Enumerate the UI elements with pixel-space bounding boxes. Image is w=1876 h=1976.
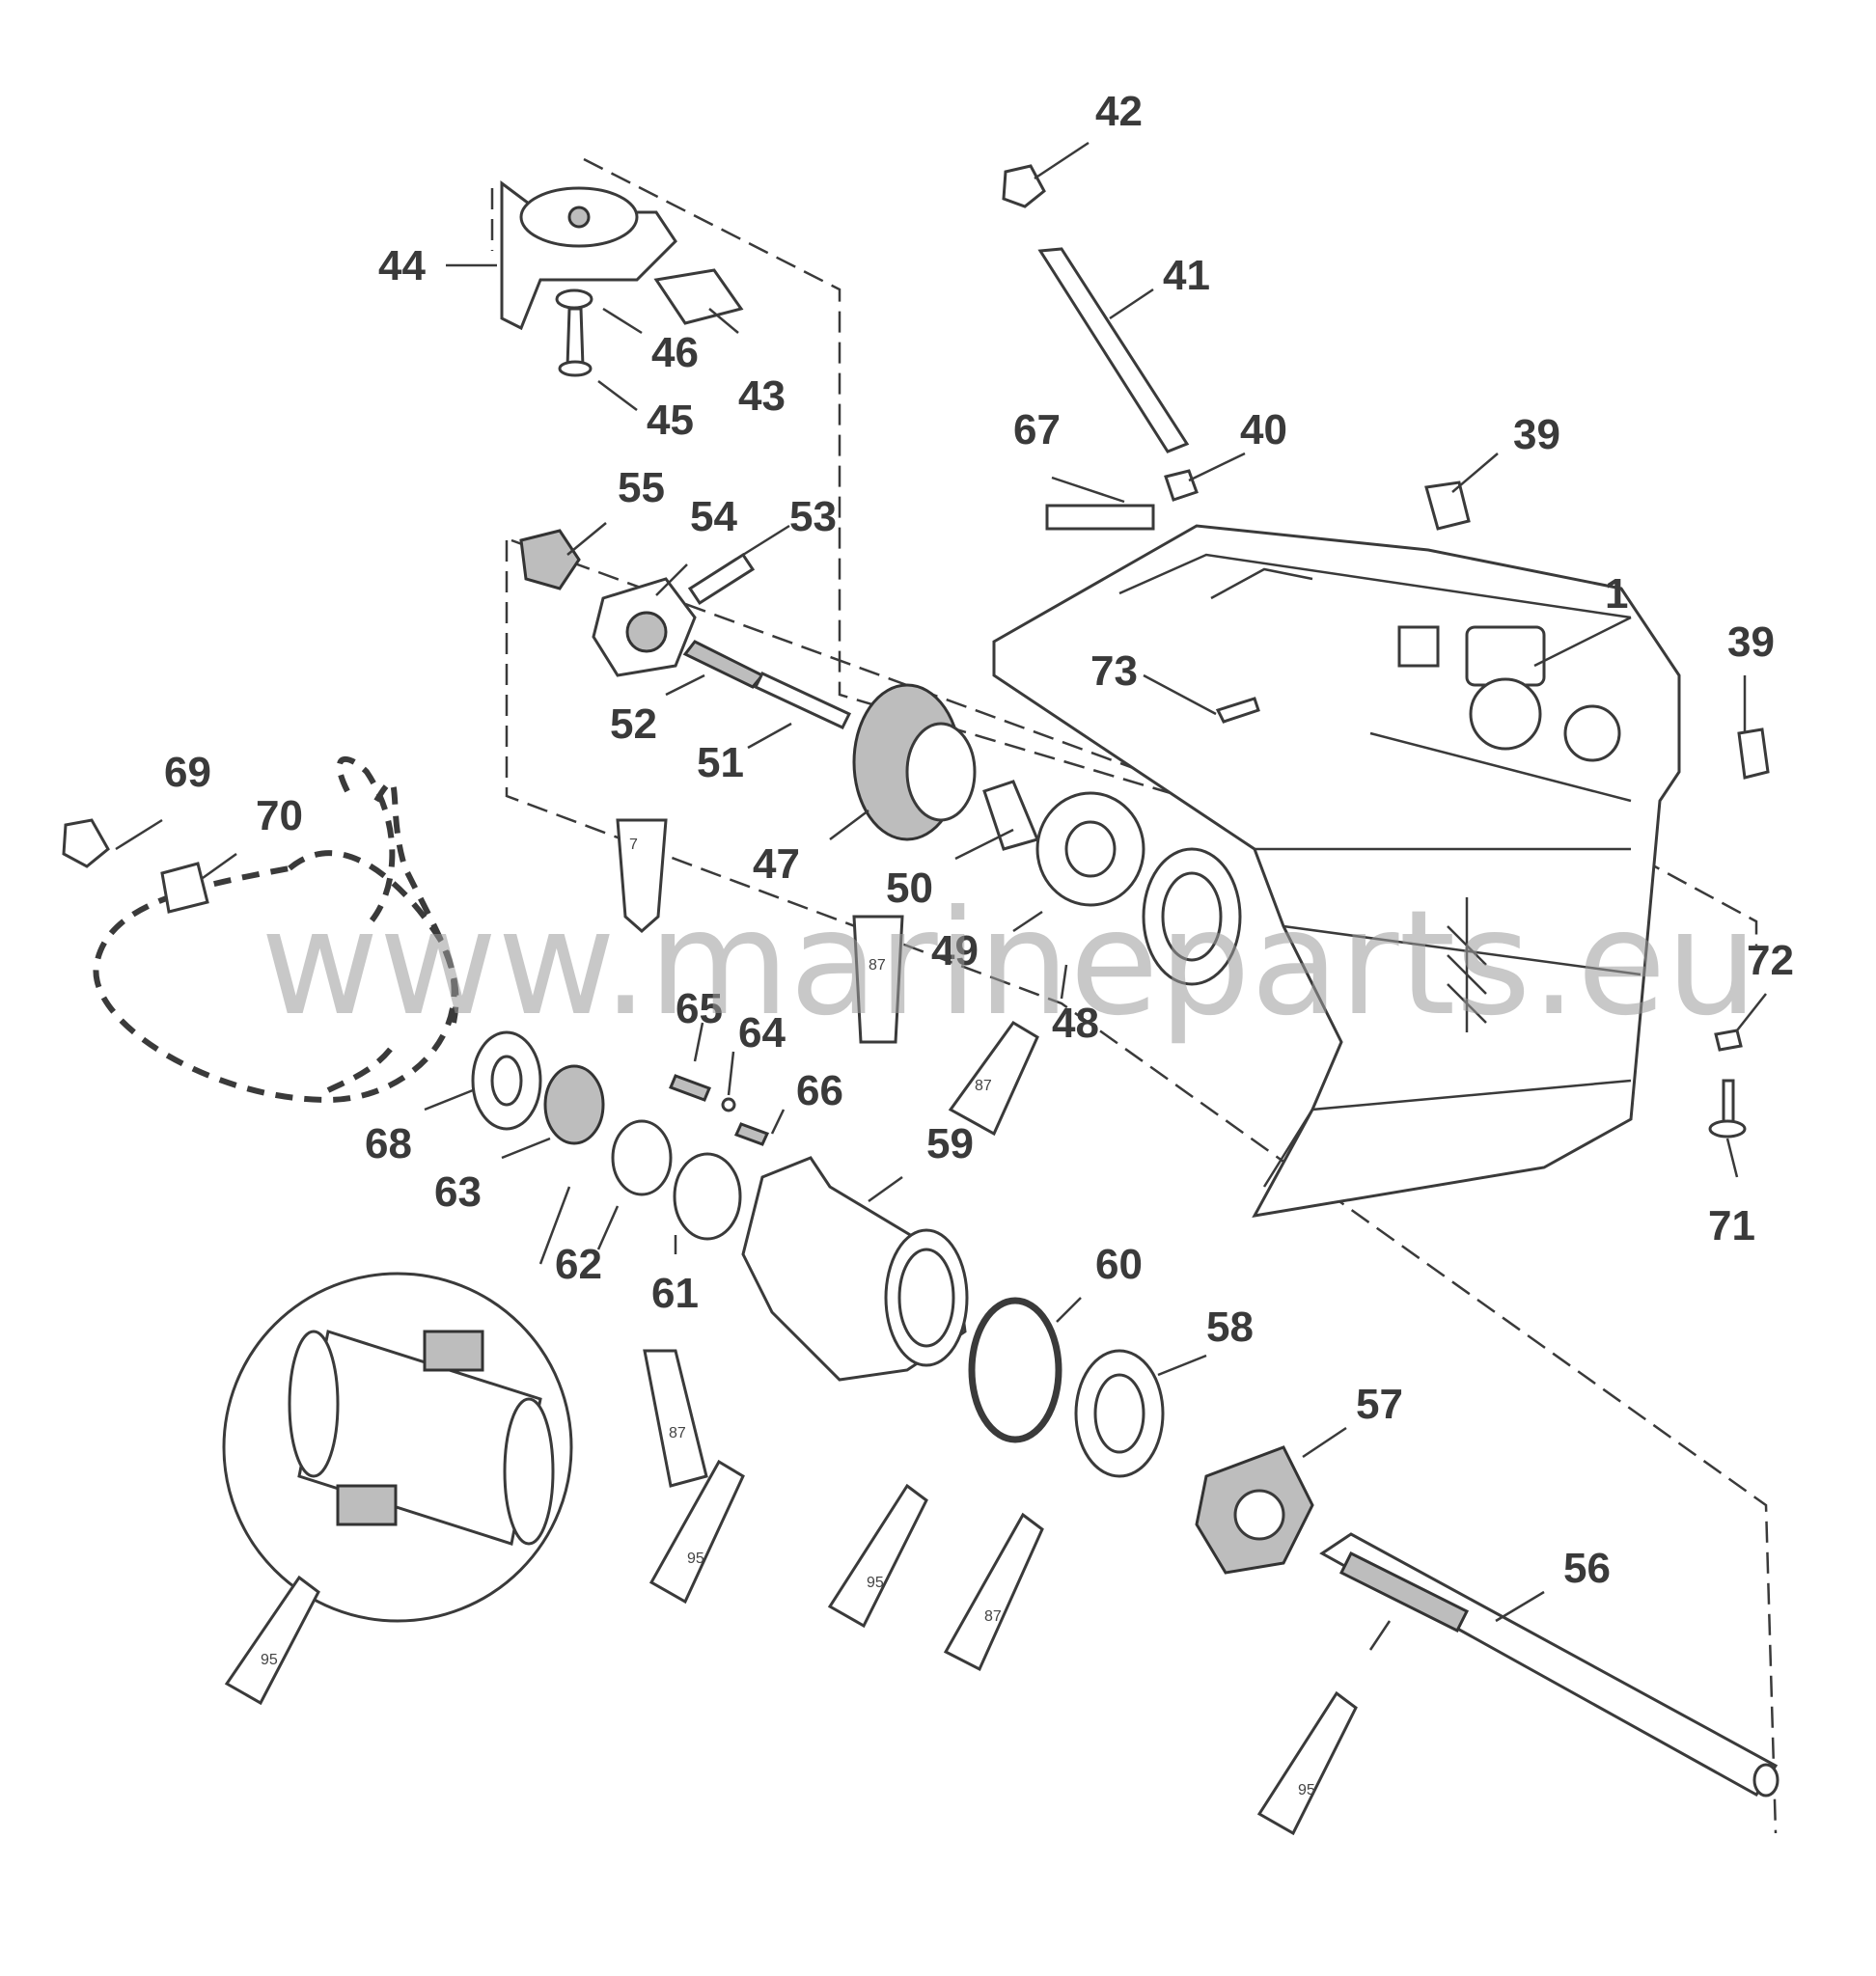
callout-69: 69 [164, 749, 211, 796]
lubricant-tube-95-c: 95 [224, 1575, 320, 1706]
tube-label-87-d: 87 [984, 1608, 1002, 1625]
tube-label-95-a: 95 [687, 1551, 704, 1567]
tube-label-7: 7 [629, 837, 638, 853]
trim-tab-anode [500, 180, 744, 377]
callout-55: 55 [618, 464, 665, 511]
callout-53: 53 [789, 493, 837, 540]
callout-47: 47 [753, 840, 800, 888]
callout-68: 68 [365, 1120, 412, 1167]
leader-lines [115, 141, 1767, 1651]
callout-52: 52 [610, 700, 657, 748]
bearing-carrier [741, 1156, 1165, 1478]
drive-shaft-parts [1002, 164, 1770, 1139]
propshaft-components [471, 1030, 770, 1241]
callout-59: 59 [926, 1120, 974, 1167]
tube-label-95-b: 95 [867, 1575, 884, 1591]
callout-67: 67 [1013, 406, 1061, 453]
gears-and-bearings [852, 683, 1242, 986]
lubricant-tube-87-a: 87 [852, 915, 904, 1044]
lubricant-tube-87-d: 87 [943, 1512, 1044, 1672]
callout-39-right: 39 [1727, 618, 1775, 666]
callout-63: 63 [434, 1168, 482, 1216]
callout-45: 45 [647, 397, 694, 444]
gearcase-housing [992, 524, 1681, 1218]
tube-label-95-c: 95 [261, 1652, 278, 1668]
callout-61: 61 [651, 1270, 699, 1317]
callout-64: 64 [738, 1009, 786, 1057]
detail-magnifier [222, 1272, 573, 1623]
callout-70: 70 [256, 792, 303, 839]
callout-44: 44 [378, 242, 426, 289]
tube-label-95-d: 95 [1298, 1782, 1315, 1798]
pinion-and-propshaft [1195, 1445, 1779, 1798]
callout-58: 58 [1206, 1304, 1254, 1351]
callout-62: 62 [555, 1241, 602, 1288]
assembly-guide-lines [490, 157, 1778, 1834]
lubricant-tube-7: 7 [616, 818, 668, 934]
callout-50: 50 [886, 864, 933, 912]
callout-46: 46 [651, 329, 699, 376]
lubricant-tubes: 7 87 87 87 87 95 95 95 [224, 818, 1358, 1836]
shift-mechanism [519, 529, 852, 729]
lubricant-tube-95-b: 95 [827, 1483, 928, 1629]
lubricant-tube-87-b: 87 [948, 1021, 1039, 1137]
callout-72: 72 [1747, 937, 1794, 984]
callout-40: 40 [1240, 406, 1287, 453]
callout-57: 57 [1356, 1381, 1403, 1428]
watermark-text: www.marineparts.eu [261, 880, 1758, 1048]
callout-43: 43 [738, 372, 786, 420]
callout-39-top: 39 [1513, 411, 1560, 458]
callout-49: 49 [931, 927, 979, 974]
callout-71: 71 [1708, 1202, 1755, 1249]
callout-1: 1 [1605, 570, 1628, 618]
callout-73: 73 [1090, 647, 1138, 695]
tube-label-87-b: 87 [975, 1078, 992, 1094]
callout-51: 51 [697, 739, 744, 786]
propeller-outline [62, 755, 459, 1104]
lubricant-tube-95-d: 95 [1256, 1690, 1358, 1836]
callout-65: 65 [676, 985, 723, 1032]
callout-66: 66 [796, 1067, 843, 1114]
callout-41: 41 [1163, 252, 1210, 299]
callout-numbers: 42 41 67 40 39 1 39 73 72 71 44 46 43 45… [164, 88, 1794, 1592]
callout-48: 48 [1052, 1000, 1099, 1047]
lubricant-tube-95-a: 95 [648, 1459, 745, 1605]
callout-56: 56 [1563, 1545, 1611, 1592]
callout-54: 54 [690, 493, 737, 540]
callout-60: 60 [1095, 1241, 1143, 1288]
lubricant-tube-87-c: 87 [643, 1349, 708, 1488]
tube-label-87-c: 87 [669, 1425, 686, 1441]
callout-42: 42 [1095, 88, 1143, 135]
tube-label-87-a: 87 [869, 957, 886, 974]
